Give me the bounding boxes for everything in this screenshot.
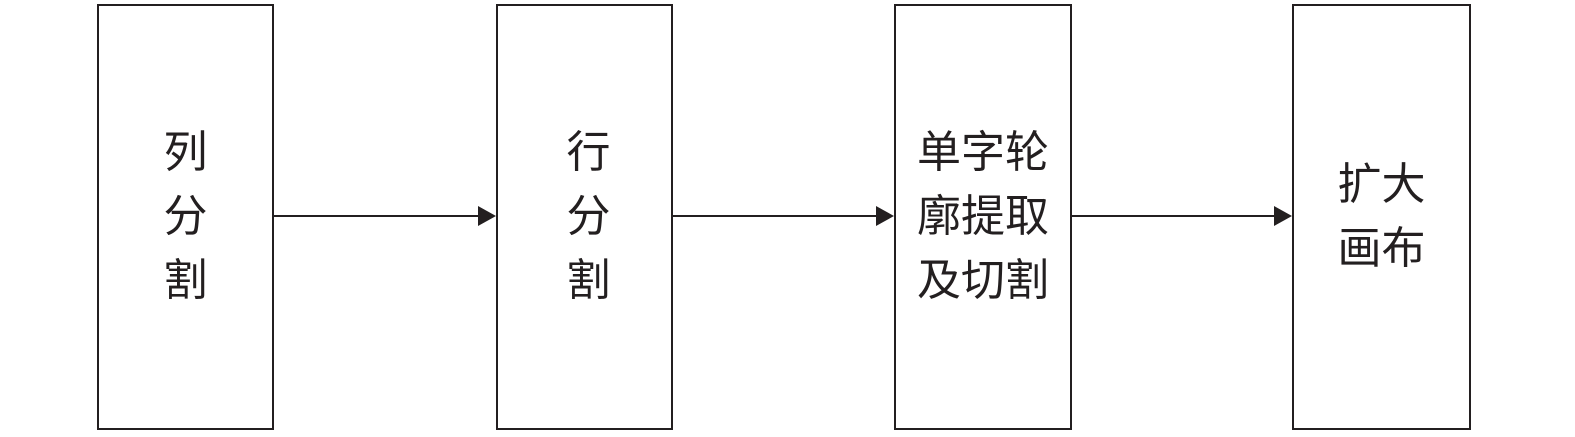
step-label-line: 画布 bbox=[1337, 223, 1426, 274]
step-label-line: 列 bbox=[163, 127, 208, 178]
step-row-segmentation-box: 行 分 割 bbox=[496, 4, 673, 430]
arrowhead-icon bbox=[876, 206, 894, 226]
arrow-2 bbox=[673, 206, 894, 226]
step-label-line: 分 bbox=[566, 191, 611, 242]
arrow-1 bbox=[274, 206, 496, 226]
step-character-contour-extraction-box: 单字轮 廓提取 及切割 bbox=[894, 4, 1072, 430]
step-expand-canvas-box: 扩大 画布 bbox=[1292, 4, 1471, 430]
step-label-line: 分 bbox=[163, 191, 208, 242]
step-column-segmentation-box: 列 分 割 bbox=[97, 4, 274, 430]
arrowhead-icon bbox=[478, 206, 496, 226]
step-label-line: 行 bbox=[566, 127, 611, 178]
arrow-3 bbox=[1072, 206, 1292, 226]
step-label-line: 单字轮 bbox=[917, 127, 1049, 178]
step-label-line: 廓提取 bbox=[917, 191, 1049, 242]
arrowhead-icon bbox=[1274, 206, 1292, 226]
step-label-line: 割 bbox=[566, 255, 611, 306]
step-label-line: 割 bbox=[163, 255, 208, 306]
step-label-line: 扩大 bbox=[1337, 159, 1426, 210]
step-label-line: 及切割 bbox=[917, 255, 1049, 306]
